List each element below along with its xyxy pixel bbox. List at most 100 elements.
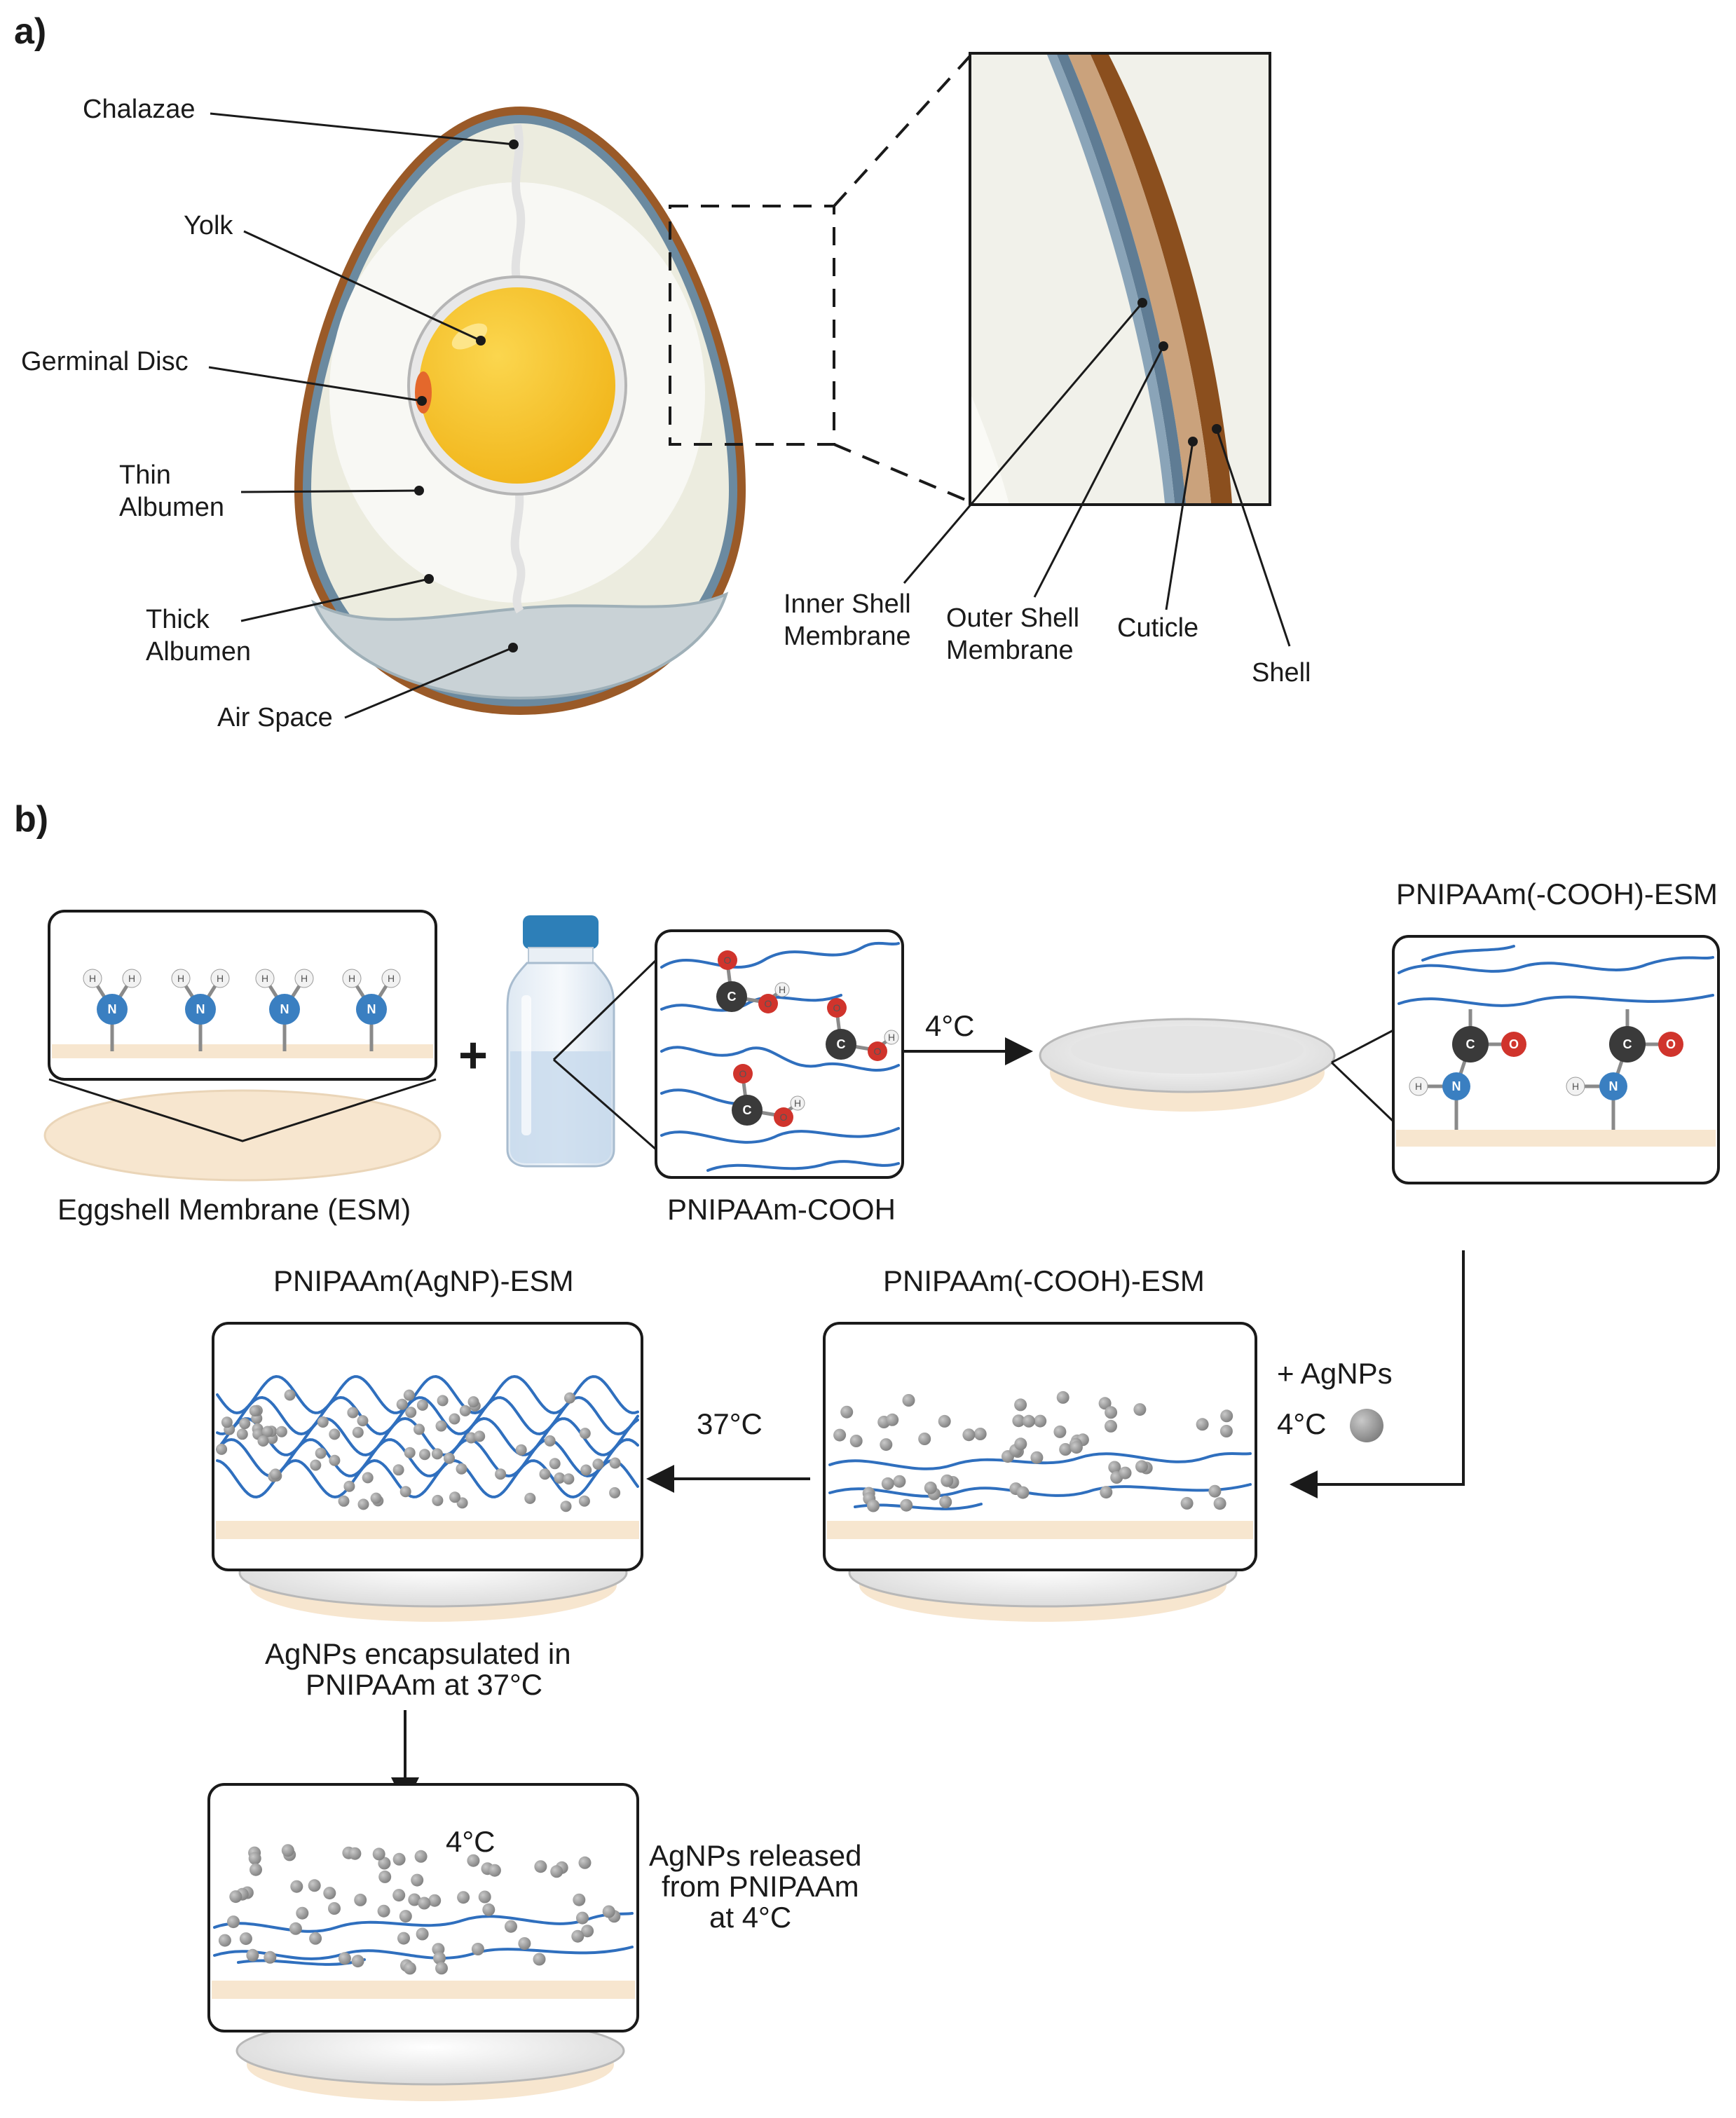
agnp-particle	[467, 1396, 479, 1408]
label-agnp-add-1: + AgNPs	[1277, 1357, 1393, 1390]
agnp-particle	[849, 1435, 863, 1447]
agnp-particle	[351, 1955, 364, 1968]
release-agnps	[218, 1844, 621, 1975]
oxygen-atom	[758, 994, 778, 1013]
label-outer-membrane-1: Outer Shell	[946, 603, 1079, 633]
agnp-particle	[939, 1496, 952, 1508]
functionalized-box	[1392, 935, 1720, 1184]
germinal-disc	[415, 371, 432, 414]
label-agnp-add-2: 4°C	[1277, 1407, 1327, 1440]
carbon-atom	[1609, 1026, 1646, 1063]
agnp-particle	[392, 1852, 406, 1866]
agnp-particle	[1135, 1460, 1148, 1473]
hydrogen-atom-symbol: H	[794, 1098, 801, 1109]
oxygen-atom	[733, 1064, 753, 1084]
agnp-particle	[924, 1481, 937, 1494]
label-encapsulated-caption-1: AgNPs encapsulated in	[265, 1637, 571, 1670]
oxygen-atom-symbol: O	[739, 1068, 747, 1079]
nitrogen-atom	[1442, 1072, 1470, 1100]
label-germinal-disc: Germinal Disc	[21, 347, 189, 376]
arrow-step2	[1290, 1250, 1465, 1498]
agnp-particle	[323, 1887, 336, 1900]
carbon-atom	[826, 1029, 856, 1060]
agnp-particle	[564, 1392, 575, 1404]
oxygen-atom	[774, 1107, 793, 1127]
agnp-particle	[405, 1407, 417, 1419]
agnp-particle	[352, 1426, 364, 1438]
hydrogen-atom-symbol: H	[217, 973, 224, 984]
oxygen-atom-symbol: O	[833, 1002, 841, 1013]
label-shell: Shell	[1252, 658, 1311, 688]
agnp-particle	[1069, 1441, 1083, 1454]
agnp-particle	[372, 1847, 385, 1861]
hydrogen-atom-symbol: H	[89, 973, 96, 984]
agnp-particle	[404, 1447, 416, 1458]
agnp-particle	[1219, 1425, 1233, 1437]
agnp-particle	[418, 1897, 431, 1910]
detail-cuticle	[1068, 55, 1211, 503]
carbon-atom-symbol: C	[743, 1103, 752, 1117]
nitrogen-atom	[356, 994, 387, 1025]
agnp-particle	[378, 1870, 392, 1883]
encapsulated-polymer	[216, 1374, 639, 1499]
agnp-particle	[347, 1407, 359, 1419]
agnp-particle	[902, 1394, 915, 1407]
agnp-particle	[317, 1416, 329, 1428]
agnp-particle	[962, 1428, 976, 1442]
agnp-particle	[377, 1904, 390, 1918]
hydrogen-atom	[1566, 1077, 1585, 1096]
agnp-particle	[592, 1458, 604, 1470]
hydrogen-atom-symbol: H	[128, 973, 135, 984]
agnp-particle	[1119, 1466, 1132, 1480]
nitrogen-atom-symbol: N	[1609, 1079, 1618, 1093]
carbon-atom-symbol: C	[1466, 1037, 1475, 1051]
oxygen-atom	[827, 998, 847, 1018]
agnp-particle	[576, 1911, 589, 1925]
hydrogen-atom-symbol: H	[301, 973, 308, 984]
label-inner-membrane-2: Membrane	[784, 622, 911, 651]
agnp-particle	[457, 1891, 470, 1904]
agnp-particle	[239, 1418, 251, 1430]
agnp-particle	[408, 1893, 421, 1906]
oxygen-atom	[1501, 1032, 1526, 1057]
hydrogen-atom	[255, 969, 275, 988]
agnp-particle	[310, 1459, 322, 1471]
nitrogen-atom-symbol: N	[367, 1002, 376, 1016]
agnp-scatter	[833, 1391, 1233, 1512]
nitrogen-atom	[269, 994, 300, 1025]
agnp-particle	[900, 1498, 913, 1512]
agnp-particle	[246, 1948, 259, 1962]
agnp-particle	[354, 1893, 367, 1906]
agnp-particle	[264, 1950, 277, 1964]
agnp-particle	[315, 1447, 327, 1459]
hydrogen-atom	[342, 969, 362, 988]
agnp-particle	[518, 1937, 531, 1950]
agnp-particle	[1016, 1486, 1030, 1499]
agnp-particle	[549, 1458, 561, 1470]
agnp-particle	[1208, 1484, 1222, 1498]
agnp-particle	[437, 1395, 449, 1407]
agnp-particle	[362, 1472, 374, 1484]
hydrogen-atom	[381, 969, 401, 988]
polymer-box	[655, 929, 904, 1179]
agnp-particle	[1220, 1409, 1233, 1423]
oxygen-atom-symbol: O	[765, 998, 772, 1009]
agnp-particle	[435, 1420, 447, 1432]
oxygen-atom-symbol: O	[780, 1112, 788, 1123]
agnp-particle	[411, 1873, 424, 1887]
agnp-particle	[239, 1932, 252, 1946]
agnp-particle	[1105, 1419, 1117, 1433]
agnp-particle	[571, 1929, 585, 1943]
functionalized-dish	[1039, 1018, 1336, 1112]
agnp-particle	[392, 1464, 404, 1476]
label-release-caption-2: from PNIPAAm	[662, 1870, 859, 1903]
hydrogen-atom-symbol: H	[261, 973, 268, 984]
egg-leaders	[208, 112, 519, 719]
agnp-particle	[1053, 1425, 1067, 1438]
agnp-particle	[403, 1962, 416, 1975]
label-step1-temp: 4°C	[925, 1009, 975, 1042]
agnp-particle	[563, 1473, 575, 1485]
nitrogen-atom-symbol: N	[108, 1002, 117, 1016]
agnp-particle	[573, 1893, 586, 1906]
